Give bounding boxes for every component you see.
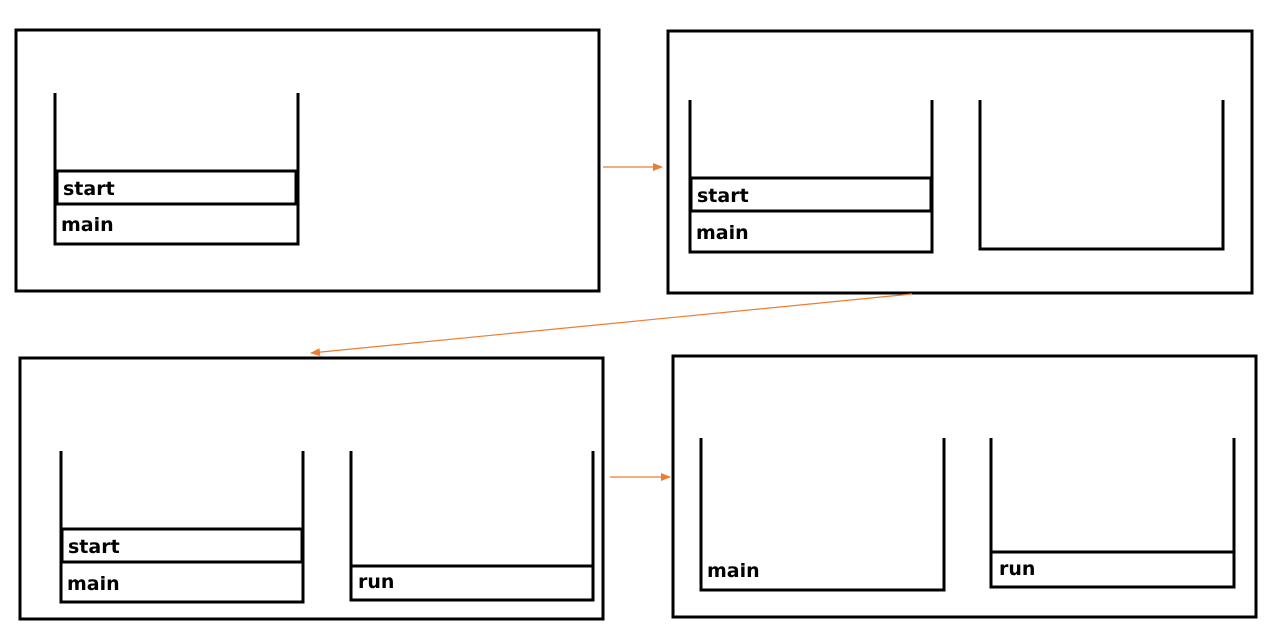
stack-container [349, 451, 595, 602]
panel-4-new-thread-stack: run [989, 438, 1236, 589]
frame-label-run: run [999, 558, 1035, 580]
panel-4-border [671, 354, 1258, 619]
frame-label-main: main [61, 214, 114, 236]
stack-container [59, 451, 305, 604]
panel-4-main-stack: main [699, 438, 946, 592]
stack-container [699, 438, 946, 592]
frame-label-start: start [68, 536, 120, 558]
panel-1-border [14, 28, 601, 293]
stack-container [978, 100, 1225, 251]
arrow-panel2-to-panel3 [310, 293, 913, 357]
panel-4: main run [671, 354, 1258, 619]
panel-3: start main run [18, 356, 605, 621]
panel-3-main-stack: start main [59, 451, 305, 604]
stack-container [989, 438, 1236, 589]
frame-label-run: run [358, 571, 394, 593]
stack-frame-start [689, 176, 933, 213]
stack-container [53, 93, 300, 246]
panel-2: start main [666, 29, 1254, 295]
stack-container [688, 100, 934, 254]
panel-1-main-stack: start main [53, 93, 300, 246]
panel-2-new-thread-stack [978, 100, 1225, 251]
stack-frame-start [55, 169, 298, 206]
panel-2-border [666, 29, 1254, 295]
panel-2-main-stack: start main [688, 100, 934, 254]
panel-3-border [18, 356, 605, 621]
frame-label-main: main [696, 222, 749, 244]
frame-label-start: start [63, 178, 115, 200]
panel-1: start main [14, 28, 601, 293]
panel-3-new-thread-stack: run [349, 451, 595, 602]
frame-label-main: main [67, 573, 120, 595]
stack-frame-start [60, 527, 304, 564]
frame-label-start: start [697, 185, 749, 207]
frame-label-main: main [707, 560, 760, 582]
